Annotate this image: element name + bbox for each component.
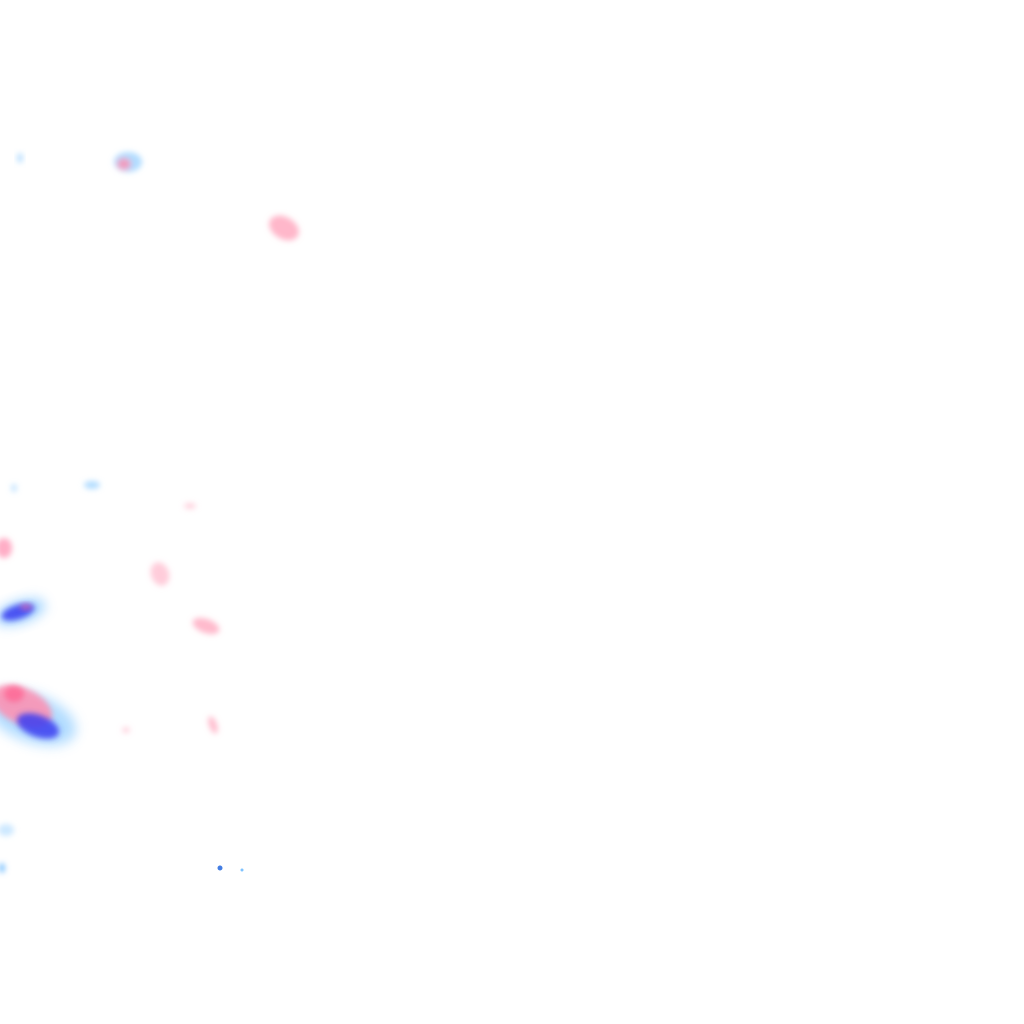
echo-cell-5 — [0, 538, 220, 635]
echo-cell-2 — [17, 153, 23, 163]
echo-cell-3 — [269, 215, 299, 241]
echo-cell-10 — [217, 865, 244, 872]
echo-cell-6 — [0, 598, 45, 626]
echo-cell-4 — [11, 481, 196, 509]
echo-cell-7 — [0, 684, 76, 746]
echo-cell-9 — [0, 824, 14, 873]
echo-cell-1 — [114, 152, 142, 172]
echo-cell-8 — [122, 716, 218, 734]
